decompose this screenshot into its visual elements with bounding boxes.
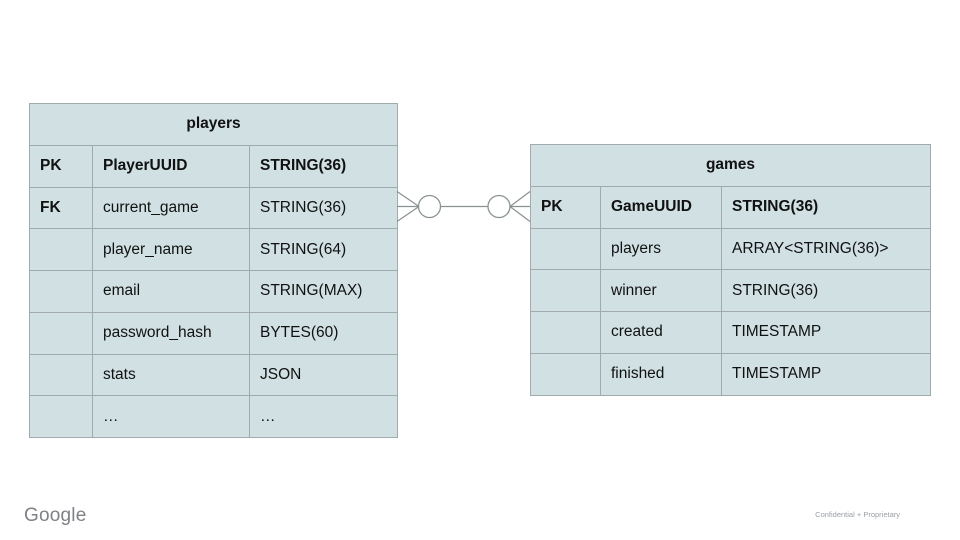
- field-type-cell: STRING(36): [248, 144, 399, 188]
- key-cell: [29, 395, 93, 438]
- field-type-cell: JSON: [248, 353, 399, 397]
- table-header-row: games: [529, 144, 932, 187]
- field-name-cell: players: [600, 227, 722, 271]
- games-table: games PK GameUUID STRING(36) players ARR…: [529, 144, 932, 396]
- table-row: winner STRING(36): [530, 269, 932, 312]
- table-row: password_hash BYTES(60): [29, 311, 399, 355]
- table-row: created TIMESTAMP: [530, 311, 932, 354]
- key-cell: [29, 228, 93, 271]
- field-type-cell: BYTES(60): [248, 311, 399, 355]
- key-cell: FK: [29, 186, 93, 230]
- field-name-cell: created: [600, 311, 722, 354]
- field-type-cell: STRING(MAX): [248, 270, 399, 313]
- key-cell: [530, 227, 601, 271]
- table-row: finished TIMESTAMP: [530, 352, 932, 396]
- field-name-cell: PlayerUUID: [92, 144, 250, 188]
- crow-foot-left-icon: [396, 190, 420, 223]
- table-row: … …: [29, 395, 399, 438]
- field-type-cell: STRING(36): [720, 185, 932, 229]
- field-name-cell: email: [92, 270, 250, 313]
- field-name-cell: player_name: [92, 228, 250, 271]
- table-row: email STRING(MAX): [29, 270, 399, 313]
- key-cell: PK: [29, 144, 93, 188]
- table-row: PK PlayerUUID STRING(36): [29, 144, 399, 188]
- table-row: PK GameUUID STRING(36): [530, 185, 932, 229]
- key-cell: [530, 269, 601, 312]
- zero-circle-left-icon: [417, 194, 442, 219]
- google-logo: Google: [24, 505, 87, 526]
- field-name-cell: winner: [600, 269, 722, 312]
- players-table-title: players: [28, 103, 399, 146]
- table-row: player_name STRING(64): [29, 228, 399, 271]
- field-name-cell: current_game: [92, 186, 250, 230]
- field-name-cell: GameUUID: [600, 185, 722, 229]
- key-cell: [530, 311, 601, 354]
- zero-circle-right-icon: [487, 194, 511, 219]
- table-row: FK current_game STRING(36): [29, 186, 399, 230]
- field-name-cell: stats: [92, 353, 250, 397]
- field-type-cell: STRING(64): [248, 228, 399, 271]
- table-header-row: players: [28, 103, 399, 146]
- confidentiality-notice: Confidential + Proprietary: [815, 510, 900, 519]
- key-cell: [29, 311, 93, 355]
- relationship-connector: [396, 190, 531, 223]
- field-type-cell: ARRAY<STRING(36)>: [720, 227, 932, 271]
- key-cell: PK: [530, 185, 601, 229]
- players-table: players PK PlayerUUID STRING(36) FK curr…: [28, 103, 399, 438]
- key-cell: [29, 353, 93, 397]
- field-type-cell: STRING(36): [720, 269, 932, 312]
- crow-foot-right-icon: [509, 190, 531, 223]
- field-type-cell: TIMESTAMP: [720, 311, 932, 354]
- table-row: players ARRAY<STRING(36)>: [530, 227, 932, 271]
- field-type-cell: TIMESTAMP: [720, 352, 932, 396]
- key-cell: [530, 352, 601, 396]
- field-name-cell: …: [92, 395, 250, 438]
- games-table-title: games: [529, 144, 932, 187]
- field-name-cell: finished: [600, 352, 722, 396]
- field-type-cell: STRING(36): [248, 186, 399, 230]
- key-cell: [29, 270, 93, 313]
- field-type-cell: …: [248, 395, 399, 438]
- field-name-cell: password_hash: [92, 311, 250, 355]
- table-row: stats JSON: [29, 353, 399, 397]
